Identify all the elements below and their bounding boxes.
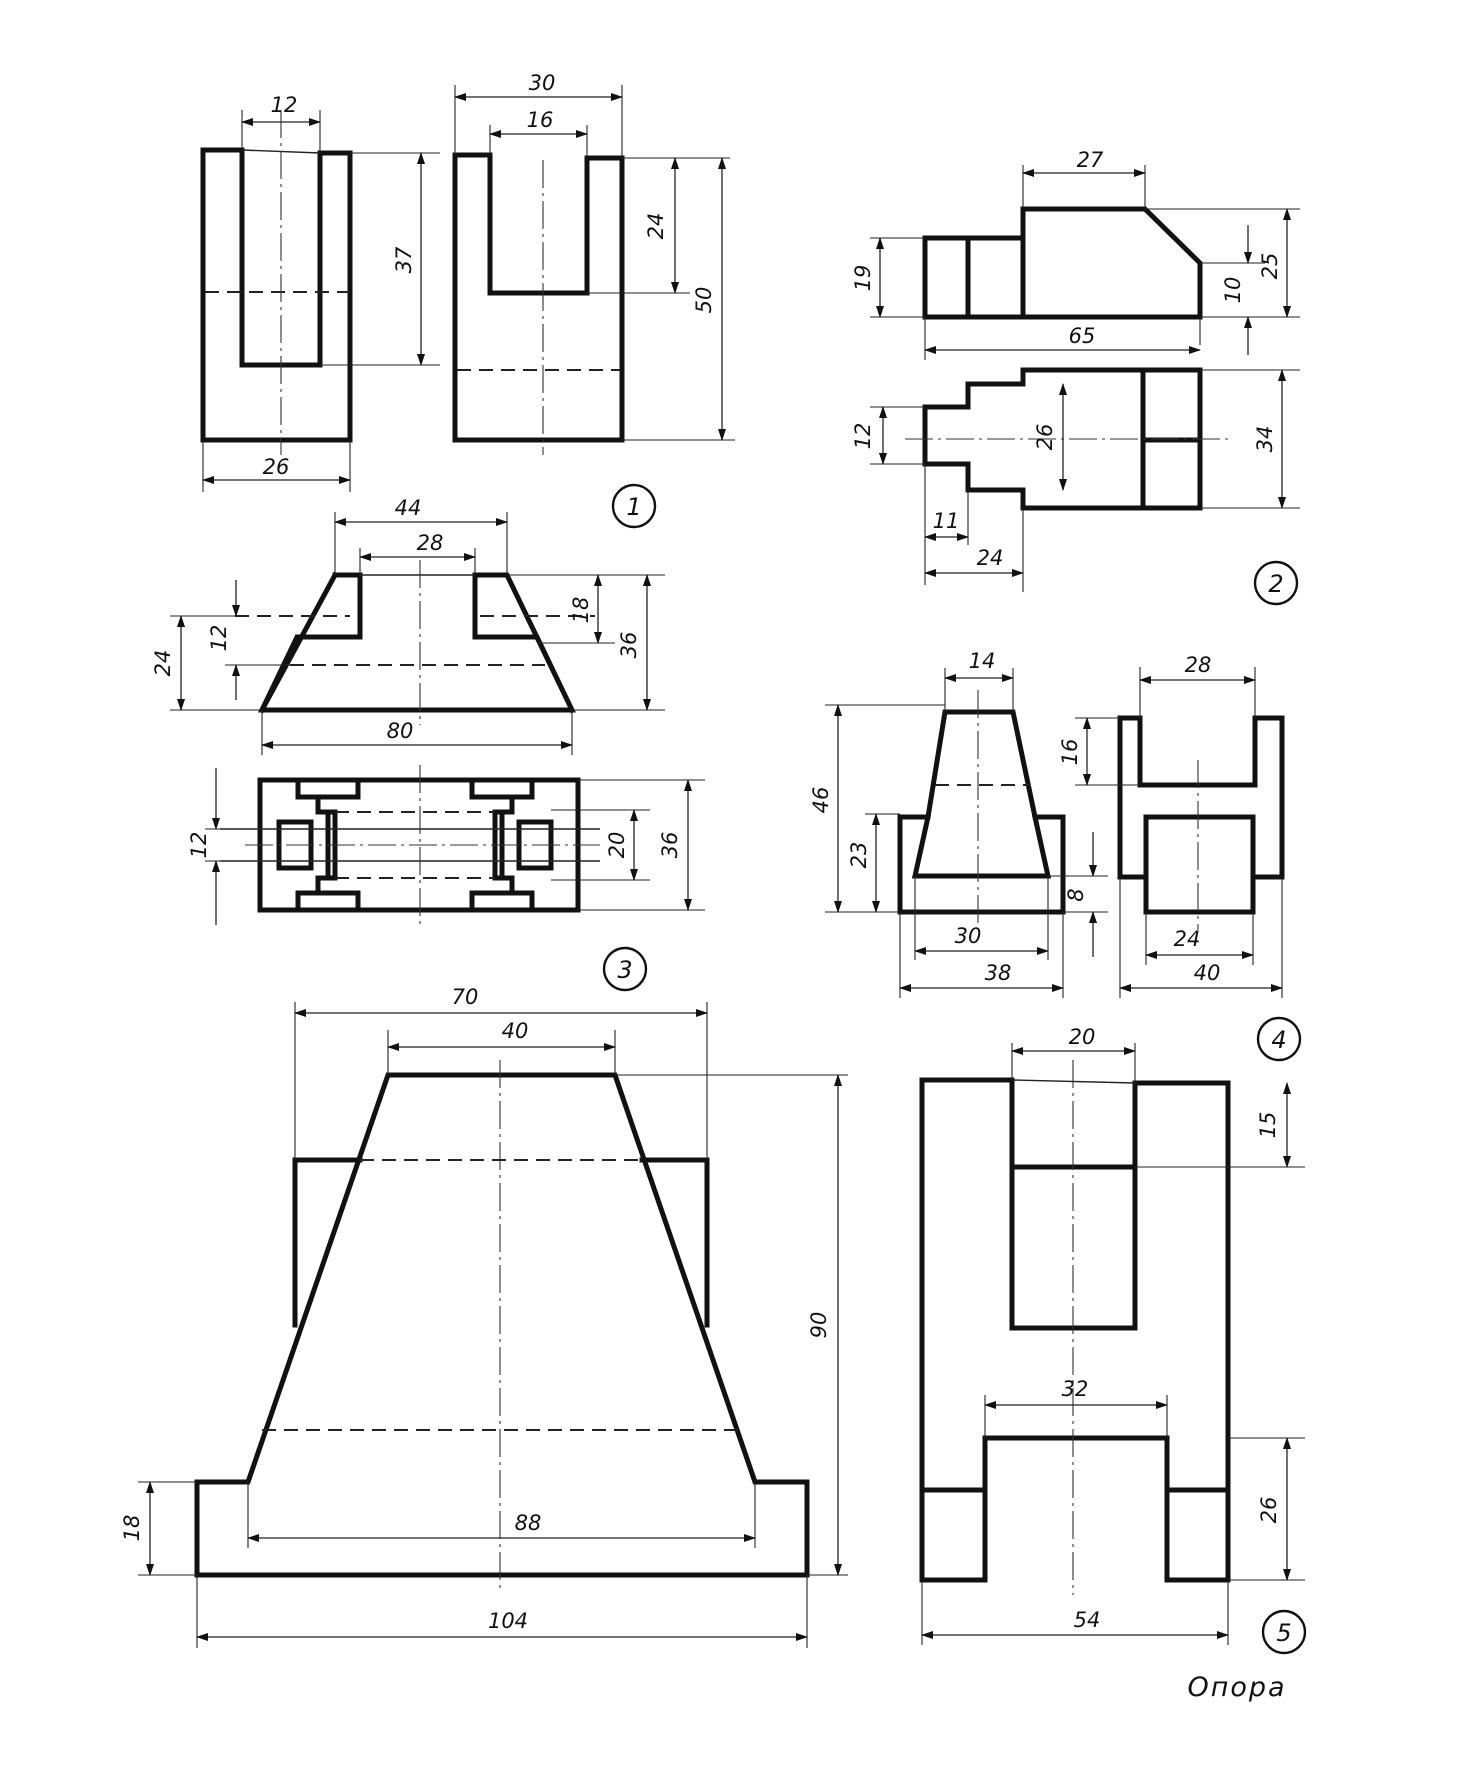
- fig4-number-circle: [1256, 1016, 1302, 1062]
- figure-2: 27 19 65 10 25 12 26: [851, 148, 1300, 606]
- fig2-dim-19: 19: [851, 265, 875, 292]
- fig4-dim-23: 23: [847, 842, 871, 869]
- fig4-dim-8: 8: [1064, 888, 1088, 901]
- fig2-dim-27: 27: [1077, 148, 1104, 172]
- fig5-dim-40: 40: [502, 1019, 529, 1043]
- fig5-dim-90: 90: [807, 1312, 831, 1339]
- fig5-dim-18: 18: [120, 1515, 144, 1542]
- fig2-dim-26: 26: [1033, 424, 1057, 451]
- fig5-number-circle: [1261, 1609, 1307, 1655]
- fig2-front-outline: [922, 206, 1203, 320]
- fig3-number-circle: [602, 946, 648, 992]
- fig4-dim-24: 24: [1174, 927, 1201, 951]
- fig1-right-outline: [452, 152, 625, 443]
- fig4-dim-46: 46: [809, 787, 833, 814]
- fig1-dim-26: 26: [263, 455, 290, 479]
- fig3-dim-24: 24: [151, 650, 175, 677]
- fig4-dim-14: 14: [969, 649, 996, 673]
- fig1-dim-37: 37: [392, 246, 416, 273]
- fig5-number: 5: [1276, 1619, 1291, 1647]
- fig4-front-outline: [897, 709, 1066, 915]
- fig2-number: 2: [1268, 570, 1283, 598]
- fig2-dim-25: 25: [1258, 253, 1282, 280]
- fig2-dim-24: 24: [977, 546, 1004, 570]
- fig3-dim-44: 44: [395, 496, 422, 520]
- fig5-dim-15: 15: [1256, 1112, 1280, 1139]
- fig3-dim-36b: 36: [658, 832, 682, 859]
- fig3-dim-28: 28: [417, 531, 444, 555]
- fig5-dim-32: 32: [1062, 1377, 1089, 1401]
- figure-5: 70 40 90 18 88 104 2: [120, 985, 1307, 1655]
- fig4-dim-30: 30: [955, 924, 982, 948]
- figure-1: 12 37 26 30 16 24 50 1: [200, 71, 735, 529]
- fig4-dim-38: 38: [985, 961, 1012, 985]
- fig1-left-outline: [200, 147, 353, 443]
- fig2-dim-11: 11: [933, 509, 960, 533]
- fig3-dim-18: 18: [569, 597, 593, 624]
- figure-4: 14 46 23 8 30 38 28: [809, 649, 1302, 1062]
- fig3-dim-36: 36: [617, 632, 641, 659]
- fig5-side-outline: [919, 1077, 1231, 1583]
- fig1-dim-50: 50: [692, 287, 716, 314]
- fig2-dim-10: 10: [1221, 277, 1245, 304]
- fig5-dim-26: 26: [1257, 1497, 1281, 1524]
- fig2-dim-34: 34: [1253, 426, 1277, 453]
- caption: Опора: [1187, 1672, 1286, 1703]
- fig4-number: 4: [1271, 1026, 1286, 1054]
- fig5-front-outline: [194, 1072, 810, 1578]
- fig2-dim-65: 65: [1069, 324, 1096, 348]
- fig4-dim-40: 40: [1194, 961, 1221, 985]
- fig1-number: 1: [626, 493, 641, 521]
- fig3-dim-12b: 12: [187, 832, 211, 859]
- fig5-dim-70: 70: [452, 985, 479, 1009]
- figure-3: 44 28 24 12 18 36 80: [151, 496, 705, 992]
- fig3-dim-20: 20: [605, 832, 629, 859]
- fig4-dim-28: 28: [1185, 653, 1212, 677]
- fig3-dim-12: 12: [207, 625, 231, 652]
- fig3-front-outline: [258, 572, 576, 714]
- fig5-dim-88: 88: [515, 1511, 542, 1535]
- fig5-dim-20: 20: [1069, 1025, 1096, 1049]
- fig1-number-circle: [611, 483, 657, 529]
- fig1-dim-16: 16: [527, 108, 554, 132]
- fig5-dim-54: 54: [1074, 1608, 1101, 1632]
- fig5-dim-104: 104: [488, 1609, 528, 1633]
- fig1-dim-30: 30: [529, 71, 556, 95]
- fig2-dim-12: 12: [851, 423, 875, 450]
- fig1-dim-24: 24: [644, 213, 668, 240]
- fig3-dim-80: 80: [387, 719, 414, 743]
- fig1-dim-12: 12: [271, 93, 298, 117]
- fig2-number-circle: [1253, 560, 1299, 606]
- fig3-number: 3: [617, 956, 632, 984]
- fig4-dim-16: 16: [1058, 739, 1082, 766]
